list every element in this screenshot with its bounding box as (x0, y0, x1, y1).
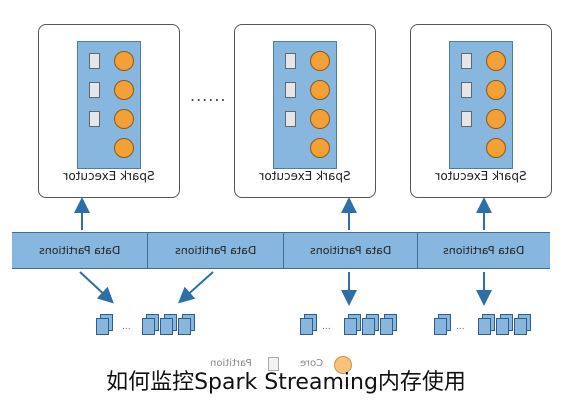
core-icon (486, 138, 506, 158)
partition-document-icon (300, 314, 317, 335)
partition-slot-icon (89, 53, 100, 69)
executor-panel (449, 41, 513, 169)
partition-document-icon (178, 314, 195, 335)
partition-document-icon (142, 314, 159, 335)
partition-slot-icon (285, 53, 296, 69)
data-partition-cell: Data Partitions (284, 233, 418, 268)
spark-executor-box: Spark Executor (410, 24, 552, 198)
data-partition-label: Data Partitions (38, 244, 121, 257)
partition-slot-icon (461, 111, 472, 127)
partition-document-icon (496, 314, 513, 335)
partition-slot-icon (461, 82, 472, 98)
core-icon (114, 51, 134, 71)
partition-group-ellipsis: ... (456, 322, 465, 332)
partition-document-icon (514, 314, 531, 335)
data-partition-cell: Data Partitions (148, 233, 284, 268)
core-icon (310, 138, 330, 158)
data-partition-cell: Data Partitions (12, 233, 148, 268)
core-icon (310, 80, 330, 100)
spark-executor-box: Spark Executor (234, 24, 376, 198)
partition-document-icon (478, 314, 495, 335)
arrow-down (79, 271, 114, 304)
core-icon (486, 109, 506, 129)
partition-group-ellipsis: ... (122, 322, 131, 332)
partition-slot-icon (461, 53, 472, 69)
executor-panel (273, 41, 337, 169)
legend-partition-icon (268, 357, 279, 371)
partition-slot-icon (89, 82, 100, 98)
core-icon (114, 138, 134, 158)
core-icon (114, 80, 134, 100)
partition-document-icon (96, 314, 113, 335)
core-icon (114, 109, 134, 129)
partition-slot-icon (285, 82, 296, 98)
data-partition-cell: Data Partitions (418, 233, 550, 268)
core-icon (486, 51, 506, 71)
core-icon (486, 80, 506, 100)
data-partition-label: Data Partitions (443, 244, 525, 257)
data-partition-label: Data Partitions (309, 244, 392, 257)
executor-panel (77, 41, 141, 169)
partition-group-ellipsis: ... (322, 322, 331, 332)
partition-document-icon (160, 314, 177, 335)
partition-document-icon (362, 314, 379, 335)
partition-slot-icon (89, 111, 100, 127)
caption: 如何监控Spark Streaming内存使用 (106, 370, 466, 395)
partition-document-icon (380, 314, 397, 335)
legend-core-icon (334, 356, 352, 374)
more-executors-ellipsis: ...... (190, 86, 227, 105)
data-partitions-band: Data Partitions Data Partitions Data Par… (12, 232, 550, 269)
data-partition-label: Data Partitions (174, 244, 257, 257)
core-icon (310, 51, 330, 71)
spark-executor-box: Spark Executor (38, 24, 180, 198)
core-icon (310, 109, 330, 129)
arrow-down (178, 271, 214, 304)
partition-slot-icon (285, 111, 296, 127)
partition-document-icon (344, 314, 361, 335)
partition-document-icon (434, 314, 451, 335)
